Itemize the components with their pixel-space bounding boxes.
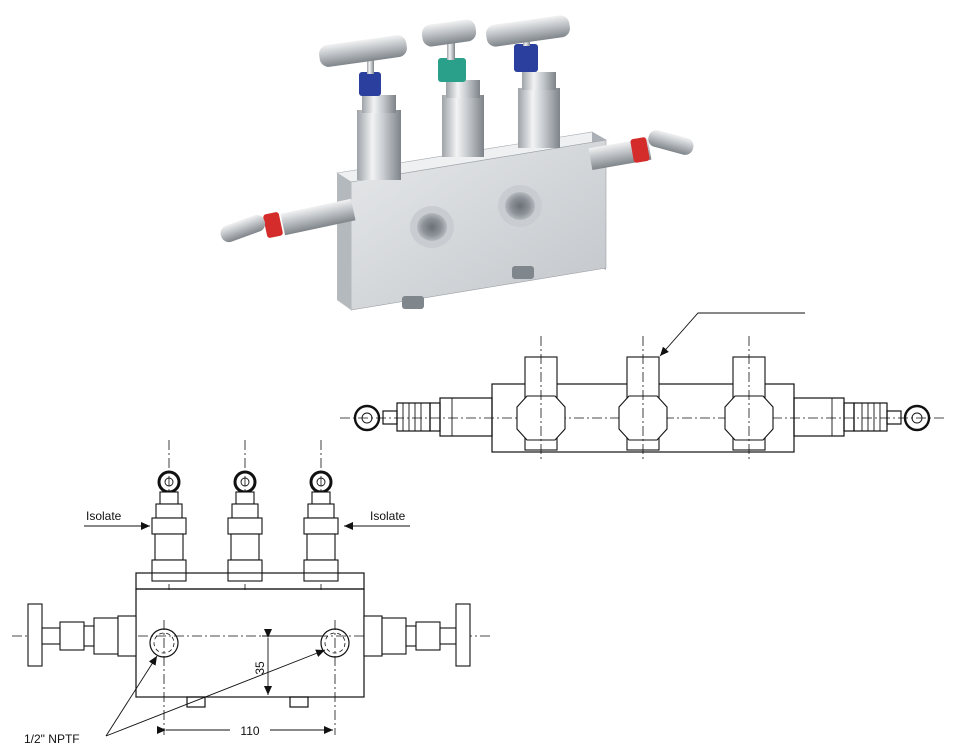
equalize-valve [421, 19, 484, 157]
dimension-110-label: 110 [240, 724, 259, 738]
five-valve-manifold-photo [220, 15, 694, 311]
front-valve-left [151, 470, 187, 582]
top-view-drawing [340, 312, 945, 462]
front-view-drawing: 35 110 1/2" NPTF Isolate Isolate [12, 440, 492, 746]
front-valve-center [227, 470, 263, 582]
isolate-right-label: Isolate [370, 509, 406, 523]
right-vent-valve [588, 130, 694, 171]
leader-arrow [659, 312, 805, 357]
dimension-35-label: 35 [253, 661, 267, 675]
port-size-label: 1/2" NPTF [24, 732, 80, 746]
isolate-left-label: Isolate [86, 509, 122, 523]
front-valve-right [303, 470, 339, 582]
left-isolate-valve [319, 35, 407, 180]
right-isolate-valve [486, 15, 570, 148]
left-vent-valve [220, 198, 356, 243]
